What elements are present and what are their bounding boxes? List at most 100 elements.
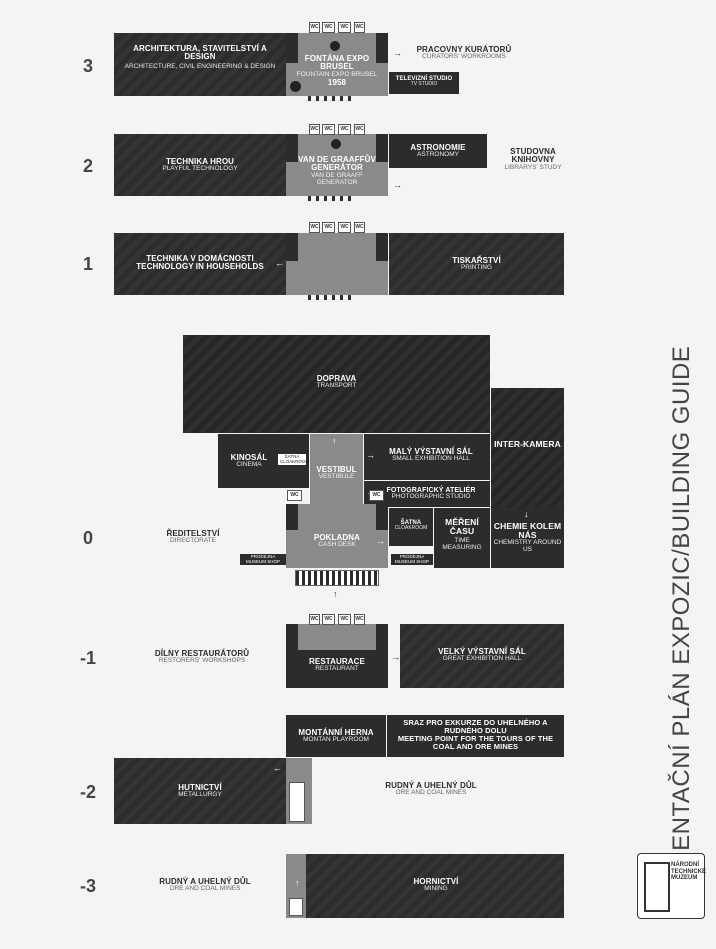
room-astronomy[interactable]: ASTRONOMIE ASTRONOMY bbox=[389, 134, 487, 168]
wc-icon: WC bbox=[354, 22, 365, 33]
meeting-point[interactable]: SRAZ PRO EXKURZE DO UHELNÉHO A RUDNÉHO D… bbox=[387, 715, 564, 757]
arrow-icon: → bbox=[376, 536, 385, 546]
logo-line-3: MUZEUM bbox=[671, 875, 698, 882]
ore-mines-cz: RUDNÝ A UHELNÝ DŮL bbox=[385, 781, 477, 790]
room-vestibule[interactable]: ↑ VESTIBUL VESTIBULE bbox=[310, 434, 363, 504]
museum-shop-tag: PRODEJNA MUSEUM SHOP bbox=[391, 554, 433, 566]
wc-icon: WC bbox=[354, 614, 365, 625]
room-montan-cz: MONTÁNNÍ HERNA bbox=[298, 728, 374, 737]
room-small-hall-en: SMALL EXHIBITION HALL bbox=[392, 455, 470, 463]
stairs-ticks bbox=[308, 196, 351, 201]
room-printing[interactable]: TISKAŘSTVÍ PRINTING bbox=[389, 233, 564, 295]
room-cash-cz: POKLADNA bbox=[313, 533, 361, 542]
wc-icon: WC bbox=[338, 222, 351, 233]
room-great-hall-cz: VELKÝ VÝSTAVNÍ SÁL bbox=[438, 647, 526, 656]
arrow-up-icon: ↑ bbox=[295, 878, 300, 888]
room-transport[interactable]: DOPRAVA TRANSPORT bbox=[183, 335, 490, 433]
room-architecture-cz: ARCHITEKTURA, STAVITELSTVÍ A DESIGN bbox=[133, 44, 267, 62]
meeting-en: MEETING POINT FOR THE TOURS OF THE COAL … bbox=[397, 733, 554, 751]
room-small-hall[interactable]: → MALÝ VÝSTAVNÍ SÁL SMALL EXHIBITION HAL… bbox=[364, 434, 490, 480]
room-tv-en: TV STUDIO bbox=[410, 81, 438, 88]
arrow-icon: → bbox=[366, 450, 375, 460]
logo-line-2: TECHNICKÉ bbox=[671, 868, 707, 875]
floor-number-2: 2 bbox=[82, 156, 93, 176]
room-metallurgy[interactable]: HUTNICTVÍ METALLURGY bbox=[114, 758, 286, 824]
room-interkamera-cz: INTER-KAMERA bbox=[494, 439, 561, 449]
room-households[interactable]: TECHNIKA V DOMÁCNOSTI TECHNOLOGY IN HOUS… bbox=[114, 233, 286, 295]
wc-icon: WC bbox=[354, 124, 365, 135]
room-great-hall[interactable]: VELKÝ VÝSTAVNÍ SÁL GREAT EXHIBITION HALL bbox=[400, 624, 564, 688]
room-transport-en: TRANSPORT bbox=[316, 382, 357, 390]
wc-icon: WC bbox=[369, 490, 384, 501]
room-printing-en: PRINTING bbox=[460, 264, 493, 272]
shaft-inner bbox=[289, 898, 303, 916]
room-vdg[interactable]: VAN DE GRAAFFŮV GENERÁTOR VAN DE GRAAFF … bbox=[286, 134, 388, 196]
floor-number-minus-2: -2 bbox=[79, 782, 96, 802]
wc-icon: WC bbox=[322, 22, 335, 33]
museum-logo: NÁRODNÍ TECHNICKÉ MUZEUM bbox=[637, 853, 707, 919]
restorers-en: RESTORERS' WORKSHOPS bbox=[158, 657, 246, 665]
hall-floor-1[interactable] bbox=[286, 233, 388, 295]
room-architecture[interactable]: ARCHITEKTURA, STAVITELSTVÍ A DESIGN ARCH… bbox=[114, 33, 286, 96]
room-restaurant-cz: RESTAURACE bbox=[309, 657, 365, 666]
room-montan[interactable]: MONTÁNNÍ HERNA MONTAN PLAYROOM bbox=[286, 715, 386, 757]
ore-coal-cz: RUDNÝ A UHELNÝ DŮL bbox=[159, 877, 251, 886]
meeting-cz: SRAZ PRO EXKURZE DO UHELNÉHO A RUDNÉHO D… bbox=[403, 718, 548, 735]
room-cloakroom[interactable]: ŠATNA CLOAKROOM bbox=[389, 508, 433, 546]
room-playful-en: PLAYFUL TECHNOLOGY bbox=[162, 165, 238, 173]
room-restaurant[interactable]: RESTAURACE RESTAURANT bbox=[286, 624, 388, 688]
wc-icon: WC bbox=[338, 614, 351, 625]
directorate-en: DIRECTORATE bbox=[170, 537, 216, 545]
room-metallurgy-cz: HUTNICTVÍ bbox=[178, 783, 222, 792]
elevator-icon bbox=[290, 81, 301, 92]
room-playful-cz: TECHNIKA HROU bbox=[165, 157, 235, 166]
arrow-icon: ← bbox=[273, 763, 282, 773]
wc-icon: WC bbox=[354, 222, 365, 233]
room-tv-studio[interactable]: TELEVIZNÍ STUDIO TV STUDIO bbox=[389, 72, 459, 94]
room-interkamera[interactable]: INTER-KAMERA bbox=[491, 388, 564, 508]
cloakroom-tag: ŠATNA CLOAKROOM bbox=[278, 454, 310, 466]
ore-coal-en: ORE AND COAL MINES bbox=[169, 885, 241, 893]
stairs-ticks bbox=[308, 295, 351, 300]
room-cinema[interactable]: KINOSÁL CINEMA ŠATNA CLOAKROOM bbox=[218, 434, 309, 488]
room-montan-en: MONTAN PLAYROOM bbox=[303, 736, 369, 744]
room-playful[interactable]: TECHNIKA HROU PLAYFUL TECHNOLOGY bbox=[114, 134, 286, 196]
arrow-up-icon: ↑ bbox=[332, 436, 337, 446]
room-cinema-cz: KINOSÁL bbox=[230, 453, 268, 462]
room-great-hall-en: GREAT EXHIBITION HALL bbox=[442, 655, 522, 663]
stair-block-left bbox=[286, 33, 298, 63]
room-time-cz: MĚŘENÍ ČASU bbox=[445, 517, 479, 536]
room-households-cz: TECHNIKA V DOMÁCNOSTI bbox=[146, 254, 254, 263]
room-cloakroom-en: CLOAKROOM bbox=[394, 525, 428, 532]
room-fountain-cz: FONTÁNA EXPO BRUSEL bbox=[304, 54, 370, 72]
room-households-en: TECHNOLOGY IN HOUSEHOLDS bbox=[136, 262, 264, 272]
room-time[interactable]: MĚŘENÍ ČASU TIME MEASURING bbox=[434, 508, 490, 568]
room-small-hall-cz: MALÝ VÝSTAVNÍ SÁL bbox=[389, 447, 473, 456]
stair-block-right bbox=[376, 33, 388, 63]
wc-icon: WC bbox=[309, 124, 320, 135]
stair-block-right bbox=[376, 134, 388, 162]
room-cash-desk[interactable]: POKLADNA CASH DESK bbox=[286, 504, 388, 568]
arrow-down-icon: ↓ bbox=[524, 509, 529, 519]
entrance-stairs bbox=[295, 570, 379, 586]
room-photo-cz: FOTOGRAFICKÝ ATELIÉR bbox=[386, 487, 476, 494]
room-vestibule-en: VESTIBULE bbox=[318, 473, 355, 481]
room-fountain[interactable]: FONTÁNA EXPO BRUSEL FOUNTAIN EXPO BRUSEL… bbox=[286, 33, 388, 96]
room-chemistry[interactable]: ↓ CHEMIE KOLEM NÁS CHEMISTRY AROUND US bbox=[491, 508, 564, 568]
shaft-area bbox=[286, 854, 306, 918]
room-astronomy-en: ASTRONOMY bbox=[417, 151, 459, 159]
wc-icon: WC bbox=[322, 614, 335, 625]
logo-mark-icon bbox=[644, 862, 670, 912]
floor-number-3: 3 bbox=[82, 56, 93, 76]
room-mining[interactable]: ↑ HORNICTVÍ MINING bbox=[286, 854, 564, 918]
room-restaurant-en: RESTAURANT bbox=[315, 665, 359, 673]
wc-icon: WC bbox=[309, 22, 320, 33]
room-fountain-en: FOUNTAIN EXPO BRUSEL bbox=[296, 70, 378, 78]
room-mining-cz: HORNICTVÍ bbox=[413, 877, 459, 886]
directorate-cz: ŘEDITELSTVÍ bbox=[166, 529, 220, 538]
library-en: LIBRARYS' STUDY bbox=[504, 163, 562, 171]
curators-en: CURATORS' WORKROOMS bbox=[422, 53, 506, 61]
room-chemistry-en: CHEMISTRY AROUND US bbox=[493, 538, 562, 553]
room-photo-studio[interactable]: → FOTOGRAFICKÝ ATELIÉR PHOTOGRAPHIC STUD… bbox=[364, 481, 490, 507]
arrow-icon: → bbox=[393, 48, 402, 58]
